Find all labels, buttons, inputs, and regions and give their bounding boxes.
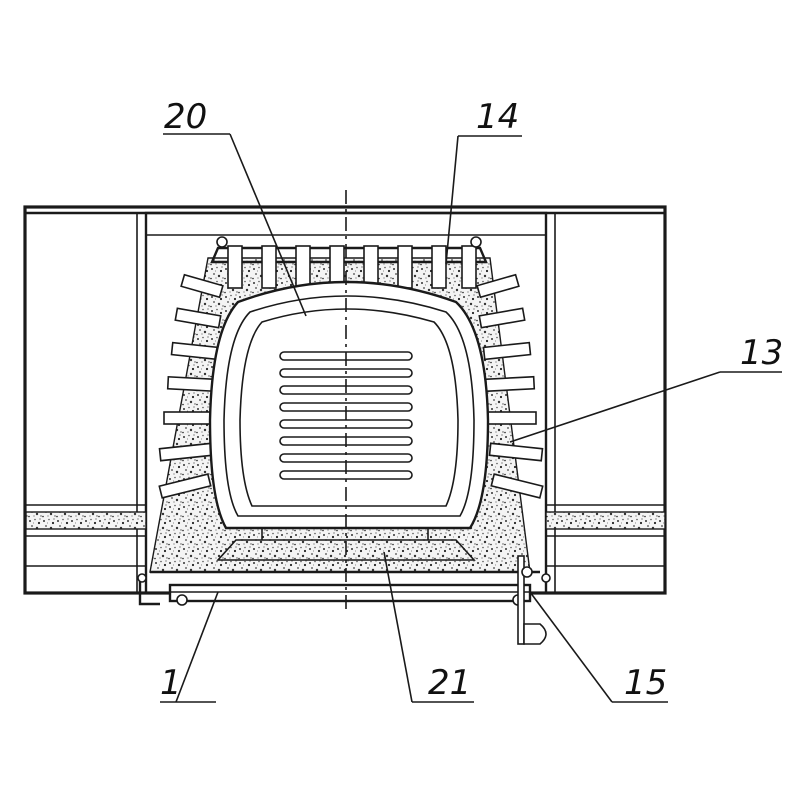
label-hearth-plate: 21	[428, 663, 471, 703]
label-top-insulation: 14	[476, 97, 519, 137]
label-handle: 15	[624, 663, 667, 703]
right-side-panel	[545, 213, 666, 593]
handle	[517, 555, 547, 645]
left-wall-brackets	[158, 273, 224, 499]
leader-lines	[160, 133, 782, 703]
label-side-insulation: 13	[740, 333, 783, 373]
base-frame	[137, 570, 551, 606]
label-fire-chamber: 20	[164, 97, 207, 137]
right-wall-brackets	[476, 273, 544, 499]
hearth-plate	[216, 528, 476, 561]
top-brackets	[216, 236, 482, 289]
left-side-panel	[25, 213, 147, 593]
label-base-frame: 1	[160, 663, 182, 703]
hearth-plate-fill	[216, 539, 476, 561]
